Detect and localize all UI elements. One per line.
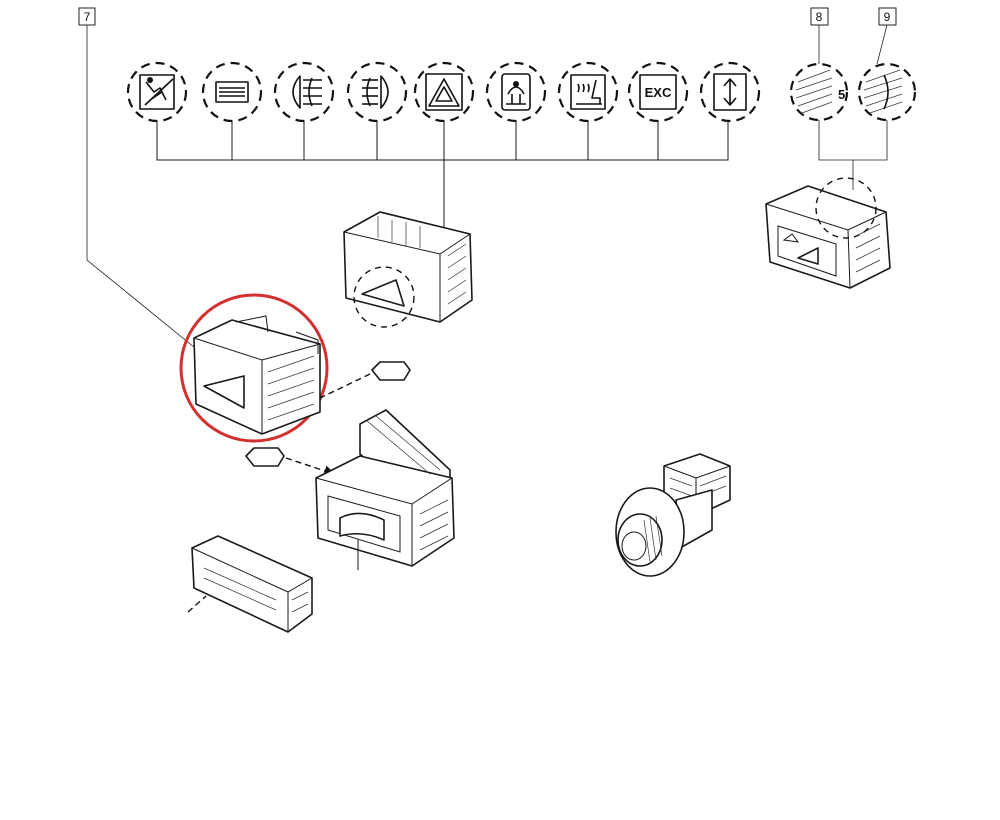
rocker-switch-right[interactable]: [765, 177, 891, 289]
front-fog-light-icon[interactable]: [273, 61, 335, 123]
speed-5-icon-label: 5: [838, 87, 845, 102]
callout-7-leader: [86, 25, 201, 353]
thumbwheel-switch[interactable]: [315, 409, 455, 570]
lens-piece-lower[interactable]: [245, 447, 285, 467]
callout-7-label: 7: [84, 10, 91, 24]
child-lock-icon[interactable]: [485, 61, 547, 123]
right-switch-detail-circle: [815, 177, 877, 239]
blank-cover[interactable]: [191, 535, 313, 633]
right-icons-bus: [818, 120, 888, 161]
speed-variable-icon[interactable]: [857, 62, 917, 122]
rear-defrost-icon[interactable]: [201, 61, 263, 123]
speed-5-icon[interactable]: 5: [789, 62, 849, 122]
callout-9-label: 9: [884, 10, 891, 24]
upper-switch-detail-circle: [353, 266, 415, 328]
callout-9-leader: [876, 24, 888, 65]
callout-9[interactable]: 9: [878, 7, 897, 26]
blank-cover-arrow: [187, 595, 207, 613]
icon-bus-line: [156, 120, 729, 161]
rotary-knob-switch[interactable]: [615, 453, 731, 577]
height-adjust-icon[interactable]: [699, 61, 761, 123]
callout-8[interactable]: 8: [810, 7, 829, 26]
part-7-highlight-ring: [179, 293, 329, 443]
lens-piece-upper[interactable]: [371, 361, 411, 381]
part-7-switch-cover[interactable]: [179, 293, 329, 443]
lens-lower-arrow: [285, 457, 336, 477]
airbag-off-icon[interactable]: [126, 61, 188, 123]
exc-icon[interactable]: EXC: [627, 61, 689, 123]
hazard-warning-icon[interactable]: [413, 61, 475, 123]
seat-heating-icon[interactable]: [557, 61, 619, 123]
exc-icon-label: EXC: [645, 85, 672, 100]
switch-icon-row: EXC: [126, 61, 761, 232]
callout-8-label: 8: [816, 10, 823, 24]
rear-fog-light-icon[interactable]: [346, 61, 408, 123]
callout-7[interactable]: 7: [78, 7, 96, 26]
rocker-switch-upper[interactable]: [343, 211, 473, 328]
